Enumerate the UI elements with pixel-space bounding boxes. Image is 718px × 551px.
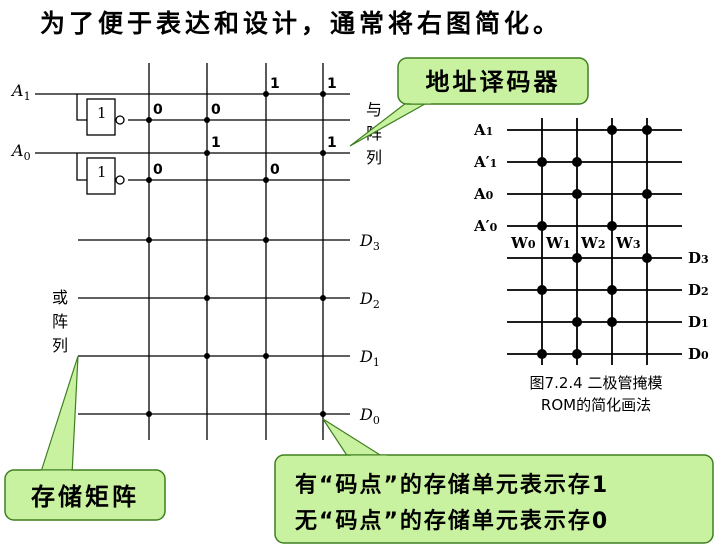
dot-value: 0 bbox=[211, 102, 221, 118]
figure-caption-line1: 图7.2.4 二极管掩模 bbox=[530, 374, 663, 392]
page-title: 为了便于表达和设计，通常将右图简化。 bbox=[40, 9, 563, 38]
dot bbox=[572, 253, 582, 263]
inverter2-label: 1 bbox=[97, 163, 107, 181]
right-word-label: W2 bbox=[580, 234, 606, 252]
decoder-callout-text: 地址译码器 bbox=[426, 68, 561, 96]
or-array-label: 或 bbox=[52, 288, 68, 307]
right-output-label: D1 bbox=[688, 313, 709, 331]
dot bbox=[537, 285, 547, 295]
right-word-label: W3 bbox=[615, 234, 641, 252]
dot bbox=[572, 317, 582, 327]
inverter2-input-wire bbox=[76, 153, 87, 181]
right-input-label: A0 bbox=[473, 185, 494, 203]
output-label-d1: D1 bbox=[359, 347, 380, 369]
dot-value: 0 bbox=[153, 162, 163, 178]
dot bbox=[146, 117, 152, 123]
dot bbox=[607, 221, 617, 231]
and-array-label: 与 bbox=[366, 100, 382, 119]
or-array-label: 阵 bbox=[52, 312, 68, 331]
dot bbox=[204, 295, 210, 301]
right-output-label: D0 bbox=[688, 345, 709, 363]
dot bbox=[204, 117, 210, 123]
right-output-label: D2 bbox=[688, 281, 709, 299]
dot bbox=[537, 221, 547, 231]
inverter2-bubble bbox=[115, 175, 125, 185]
dot bbox=[537, 349, 547, 359]
inverter1-label: 1 bbox=[97, 104, 107, 122]
dot bbox=[146, 237, 152, 243]
dot bbox=[572, 349, 582, 359]
dot-value: 1 bbox=[327, 135, 337, 151]
dot bbox=[572, 157, 582, 167]
right-word-label: W1 bbox=[545, 234, 571, 252]
inverter2-box bbox=[86, 157, 116, 195]
input-label-a0: A0 bbox=[10, 141, 31, 163]
output-label-d2: D2 bbox=[359, 289, 380, 311]
dot bbox=[607, 125, 617, 135]
output-label-d0: D0 bbox=[359, 405, 380, 427]
figure-caption-line2: ROM的简化画法 bbox=[541, 396, 651, 414]
dot bbox=[642, 125, 652, 135]
input-label-a1: A1 bbox=[10, 81, 31, 103]
dot-value: 1 bbox=[270, 76, 280, 92]
dot bbox=[572, 189, 582, 199]
and-array-label: 列 bbox=[366, 148, 382, 167]
dot bbox=[320, 91, 326, 97]
or-array-label: 列 bbox=[52, 336, 68, 355]
dot bbox=[263, 177, 269, 183]
right-output-label: D3 bbox=[688, 249, 709, 267]
note-line-2: 无“码点”的存储单元表示存0 bbox=[295, 508, 609, 534]
dot bbox=[320, 150, 326, 156]
dot-value: 1 bbox=[211, 135, 221, 151]
note-callout: 有“码点”的存储单元表示存1 无“码点”的存储单元表示存0 bbox=[274, 418, 714, 544]
dot bbox=[146, 177, 152, 183]
inverter1-bubble bbox=[115, 115, 125, 125]
storage-dots bbox=[146, 237, 326, 417]
dot bbox=[320, 411, 326, 417]
dot bbox=[607, 285, 617, 295]
dot bbox=[320, 295, 326, 301]
dot bbox=[204, 353, 210, 359]
dot-value: 1 bbox=[327, 76, 337, 92]
storage-matrix-callout-text: 存储矩阵 bbox=[31, 483, 139, 511]
decoder-callout: 地址译码器 bbox=[349, 57, 589, 147]
dot bbox=[642, 189, 652, 199]
dot bbox=[204, 150, 210, 156]
decoder-dots bbox=[146, 91, 326, 183]
dot bbox=[263, 237, 269, 243]
right-input-label: A′1 bbox=[473, 153, 497, 171]
inverter1-input-wire bbox=[76, 94, 87, 121]
right-word-label: W0 bbox=[510, 234, 536, 252]
right-dots bbox=[537, 125, 652, 359]
storage-matrix-callout: 存储矩阵 bbox=[4, 355, 166, 521]
dot-value: 0 bbox=[153, 102, 163, 118]
dot bbox=[537, 157, 547, 167]
inverter1-box bbox=[86, 98, 116, 136]
dot bbox=[607, 317, 617, 327]
output-label-d3: D3 bbox=[359, 231, 380, 253]
dot-value: 0 bbox=[270, 162, 280, 178]
left-rom-circuit bbox=[35, 63, 350, 440]
right-input-label: A1 bbox=[473, 121, 493, 139]
dot bbox=[146, 411, 152, 417]
note-line-1: 有“码点”的存储单元表示存1 bbox=[295, 472, 609, 498]
dot bbox=[263, 91, 269, 97]
dot bbox=[263, 353, 269, 359]
dot bbox=[642, 253, 652, 263]
right-input-label: A′0 bbox=[473, 217, 498, 235]
